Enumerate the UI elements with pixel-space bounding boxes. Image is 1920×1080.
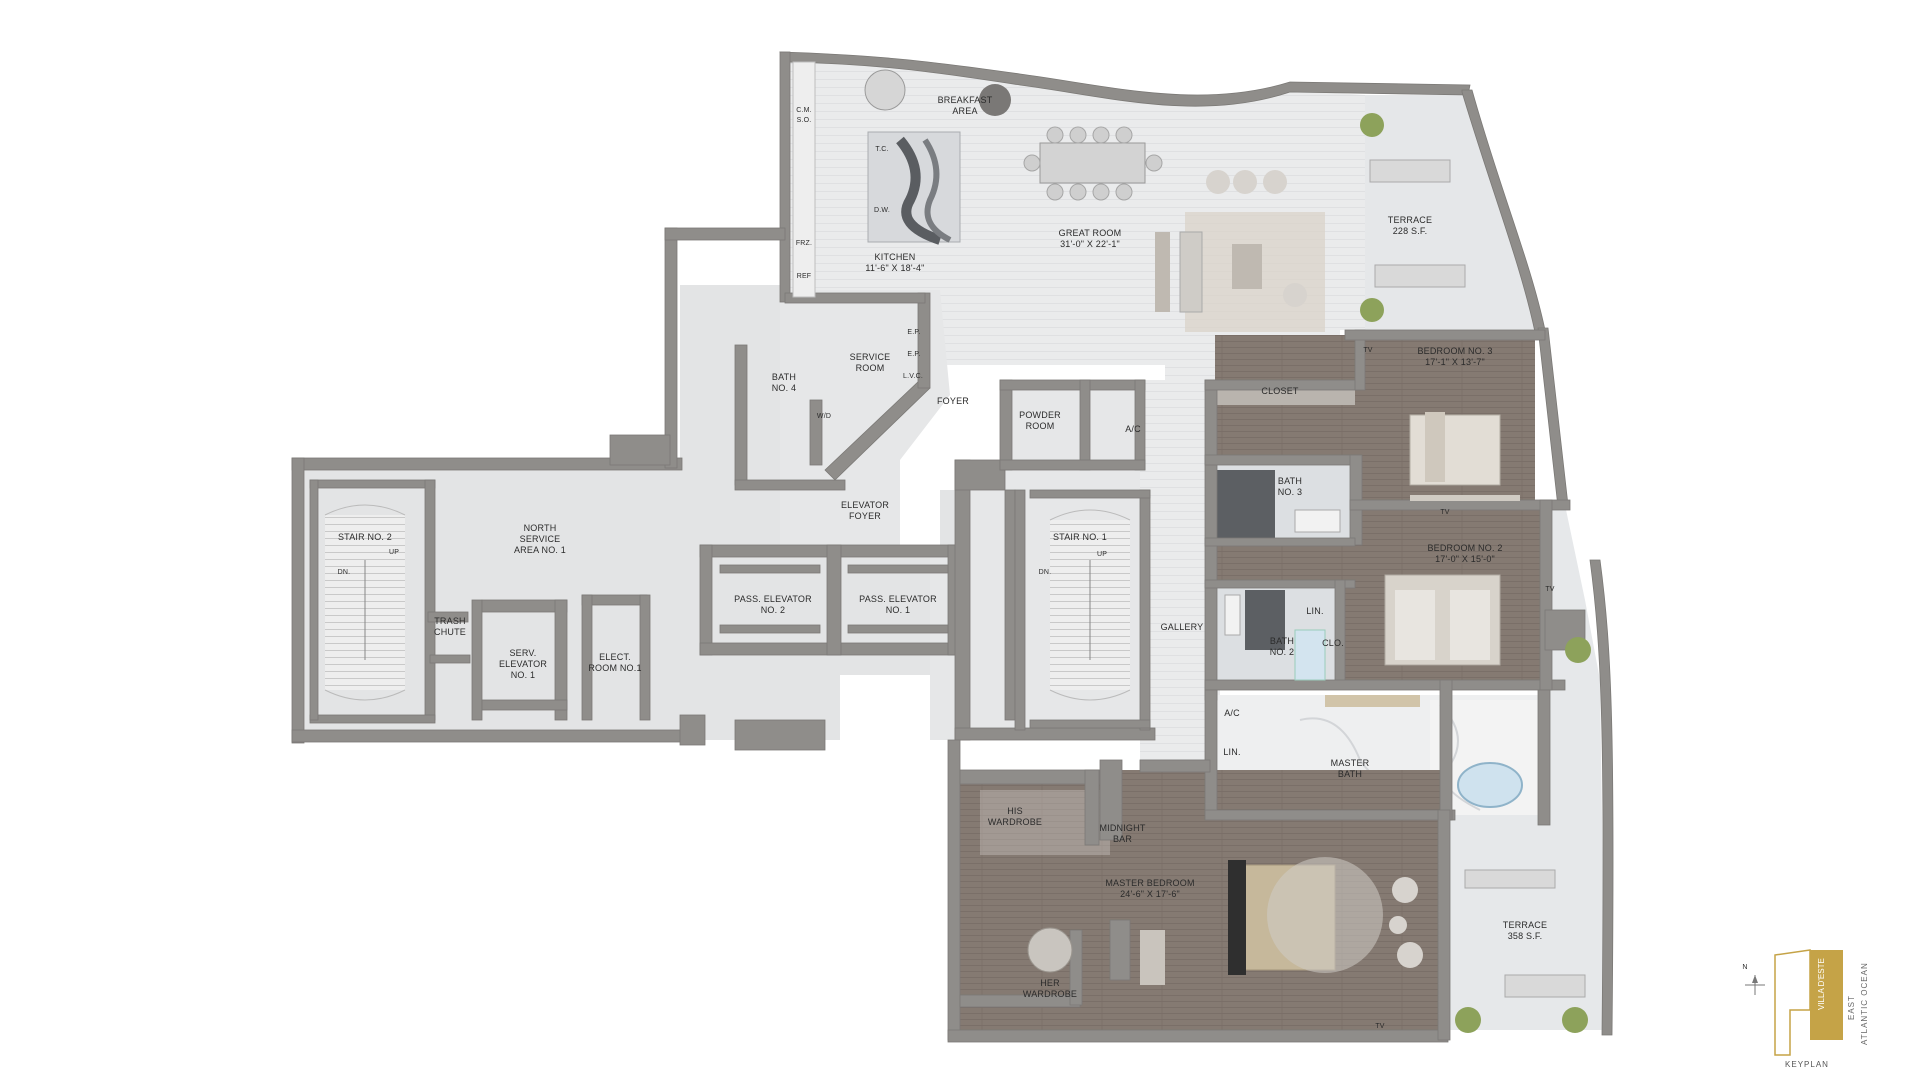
keyplan-east: EAST xyxy=(1847,995,1856,1020)
keyplan-north: N xyxy=(1742,964,1748,971)
label-stair-1: STAIR NO. 1 xyxy=(1052,532,1108,542)
master-rug xyxy=(1267,857,1383,973)
keyplan-building-name: VILLA D'ESTE xyxy=(1817,958,1826,1010)
master-tub xyxy=(1457,762,1523,808)
label-stair2-down: DN. xyxy=(337,569,351,576)
label-elect-room: ELECT.ROOM NO.1 xyxy=(588,652,642,673)
label-dishwasher: D.W. xyxy=(874,207,890,214)
label-stair1-up: UP xyxy=(1096,551,1108,558)
label-gallery: GALLERY xyxy=(1160,622,1204,632)
dining-table xyxy=(1039,142,1146,184)
label-ep-2: E.P. xyxy=(907,351,921,358)
label-linen-upper: LIN. xyxy=(1306,606,1324,616)
label-tv-bedroom3-side: TV xyxy=(1363,347,1373,354)
keyplan-graphic xyxy=(1745,949,1843,1056)
label-lvc: L.V.C. xyxy=(902,373,923,380)
keyplan: N VILLA D'ESTE EAST ATLANTIC OCEAN KEYPL… xyxy=(1742,940,1872,1070)
label-stair1-down: DN. xyxy=(1038,569,1052,576)
label-tv-bedroom3: TV xyxy=(1440,509,1450,516)
label-tv-bedroom2: TV xyxy=(1545,586,1555,593)
label-closet-bath2: CLO. xyxy=(1322,638,1344,648)
label-ac-top: A/C xyxy=(1125,424,1141,434)
walls xyxy=(291,51,1614,1043)
label-closet: CLOSET xyxy=(1261,386,1299,396)
label-ep-1: E.P. xyxy=(907,329,921,336)
label-trash-compactor: T.C. xyxy=(875,146,889,153)
label-freezer: FRZ. xyxy=(795,240,813,247)
furniture xyxy=(792,61,1591,1033)
label-tv-master: TV xyxy=(1375,1023,1385,1030)
label-coffee-maker: C.M. xyxy=(796,107,812,114)
keyplan-ocean: ATLANTIC OCEAN xyxy=(1860,962,1869,1045)
label-refrigerator: REF xyxy=(796,273,812,280)
bedroom3-bed xyxy=(1409,414,1501,486)
label-stair2-up: UP xyxy=(388,549,400,556)
label-steam-oven: S.O. xyxy=(796,117,812,124)
label-stair-2: STAIR NO. 2 xyxy=(337,532,393,542)
her-wardrobe-table xyxy=(1027,927,1073,973)
breakfast-table xyxy=(864,69,906,111)
label-ac-lower: A/C xyxy=(1224,708,1240,718)
label-linen-lower: LIN. xyxy=(1223,747,1241,757)
keyplan-title: KEYPLAN xyxy=(1785,1060,1829,1069)
label-washer-dryer: W/D xyxy=(816,413,832,420)
label-foyer: FOYER xyxy=(936,396,969,406)
